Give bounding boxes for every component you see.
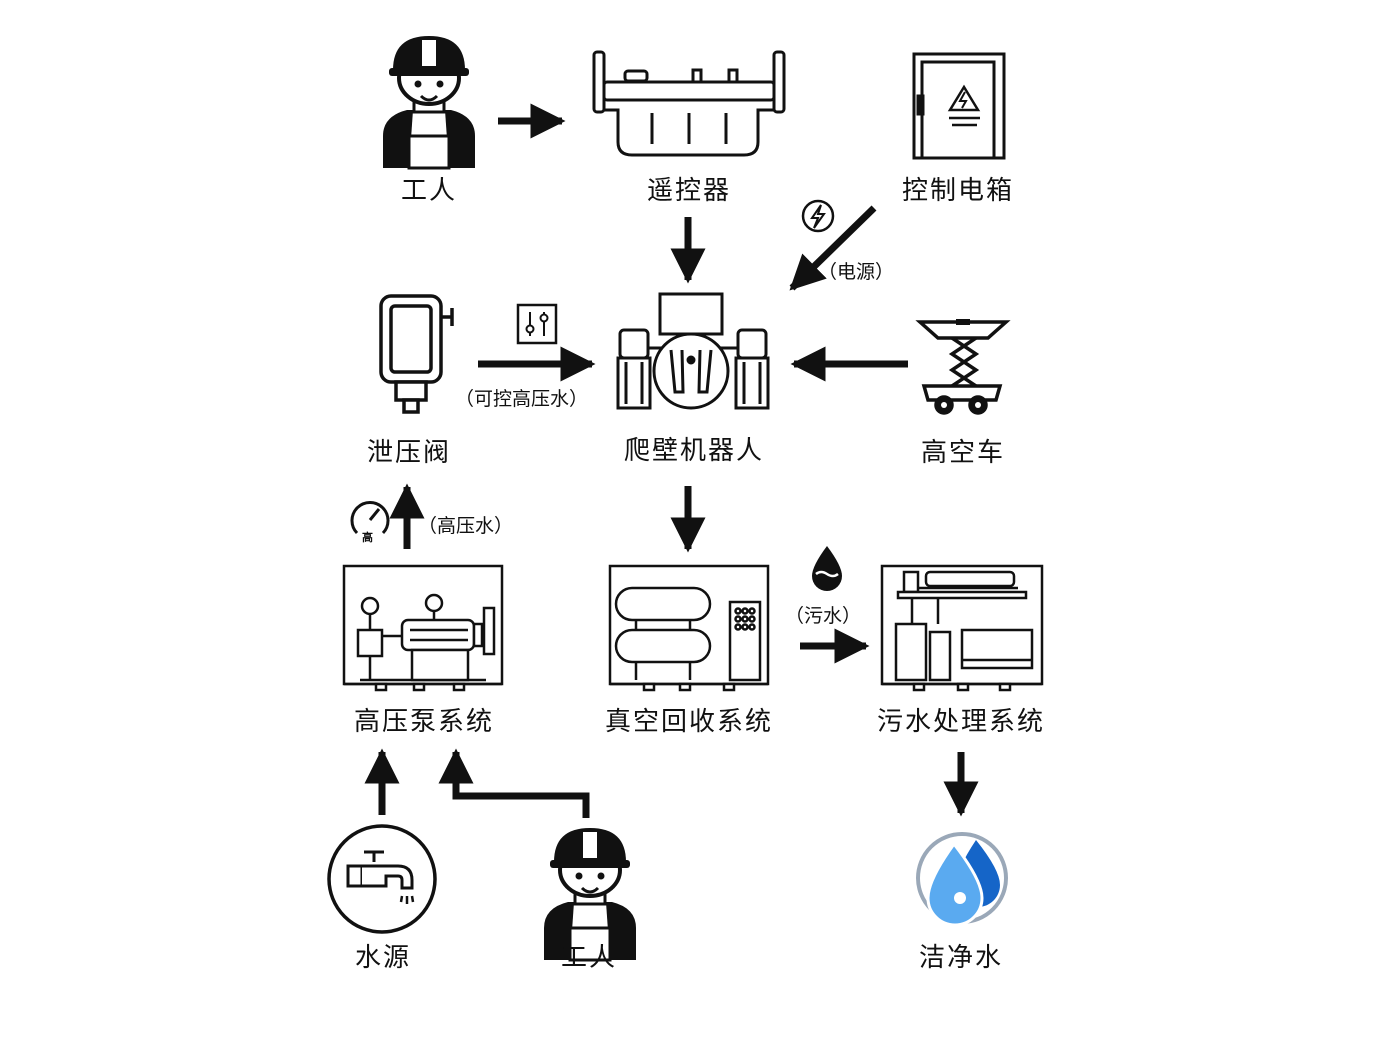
clean-water-node: 洁净水	[916, 832, 1008, 973]
sewage-drop-icon	[812, 546, 842, 591]
pump-system-icon	[342, 564, 504, 692]
aerial-truck-node: 高空车	[915, 319, 1011, 468]
edge-power-to-robot	[789, 205, 877, 291]
edge-label-power: （电源）	[818, 261, 894, 283]
electrical-box-icon	[912, 52, 1006, 160]
sewage-treatment-icon	[880, 564, 1044, 692]
hp-pump-node: 高压泵系统	[342, 564, 504, 737]
adjust-sliders-icon	[516, 303, 558, 345]
relief-valve-label: 泄压阀	[367, 438, 451, 468]
clean-water-label: 洁净水	[919, 943, 1003, 973]
vacuum-node: 真空回收系统	[605, 564, 773, 737]
scissor-lift-icon	[915, 319, 1011, 415]
aerial-truck-label: 高空车	[921, 438, 1005, 468]
relief-valve-icon	[379, 294, 454, 414]
worker-icon	[381, 34, 477, 170]
water-source-node: 水源	[327, 824, 437, 973]
robot-node: 爬壁机器人	[616, 292, 770, 466]
remote-label: 遥控器	[647, 176, 731, 206]
remote-controller-icon	[592, 50, 786, 157]
worker-top-label: 工人	[401, 176, 457, 206]
wall-climbing-robot-icon	[616, 292, 770, 410]
control-box-label: 控制电箱	[902, 176, 1014, 206]
pressure-gauge-icon: 高	[350, 501, 390, 544]
sewage-node: 污水处理系统	[877, 564, 1045, 737]
remote-node: 遥控器	[592, 50, 786, 206]
edge-label-controlled-hp-water: （可控高压水）	[455, 388, 588, 410]
water-source-label: 水源	[355, 943, 411, 973]
faucet-icon	[327, 824, 437, 934]
relief-valve-node: 泄压阀	[367, 294, 454, 468]
vacuum-label: 真空回收系统	[605, 707, 773, 737]
worker-bottom-label: 工人	[561, 943, 617, 973]
vacuum-recovery-icon	[608, 564, 770, 692]
gauge-high-mark: 高	[362, 530, 373, 544]
edge-label-hp-water: （高压水）	[418, 515, 513, 537]
water-drops-icon	[916, 832, 1008, 927]
edge-worker-to-pump	[438, 748, 590, 818]
sewage-label: 污水处理系统	[877, 707, 1045, 737]
worker-bottom-node: 工人	[542, 826, 638, 973]
edge-label-sewage-water: （污水）	[785, 605, 861, 627]
worker-icon	[542, 826, 638, 962]
control-box-node: 控制电箱	[902, 52, 1014, 206]
worker-top-node: 工人	[381, 34, 477, 206]
edges	[364, 103, 979, 818]
lightning-icon	[801, 199, 835, 233]
hp-pump-label: 高压泵系统	[354, 707, 494, 737]
robot-label: 爬壁机器人	[624, 436, 764, 466]
